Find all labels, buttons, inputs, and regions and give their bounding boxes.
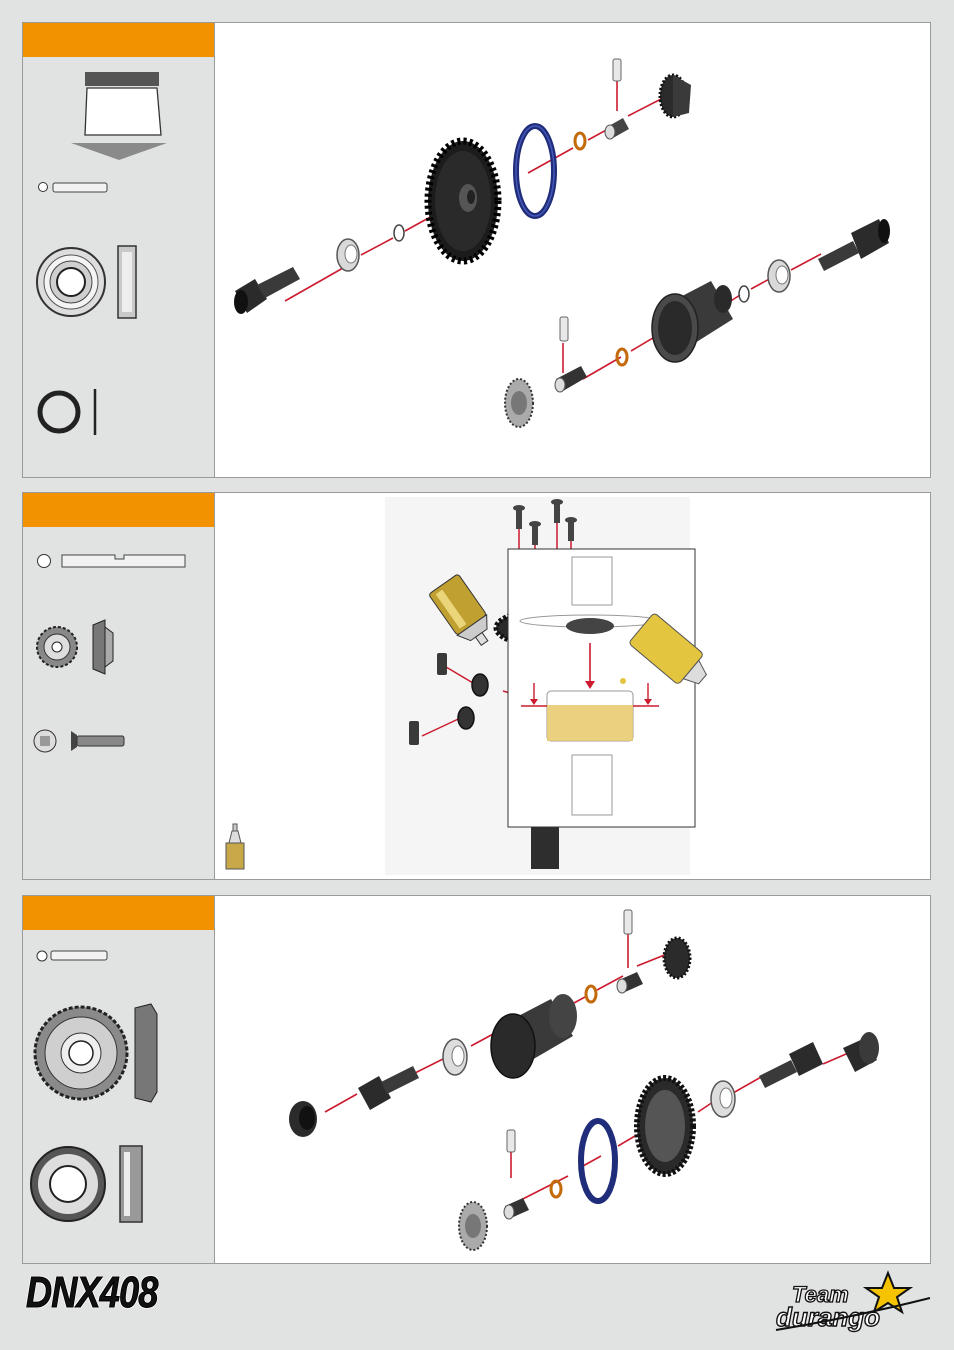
diff-case-part <box>652 281 733 362</box>
bevel-gear-upper <box>664 938 690 978</box>
bevel-gear-lower <box>505 379 533 427</box>
step-2-panel <box>22 492 931 880</box>
o-ring-part <box>394 225 404 241</box>
bushing-left <box>289 1101 317 1137</box>
step-2-diagram <box>23 493 930 879</box>
shaft-lower <box>504 1198 529 1219</box>
cross-pin-part <box>613 59 621 81</box>
orange-o-ring-lower <box>551 1181 561 1197</box>
orange-o-ring-lower <box>617 349 627 365</box>
brand-model-title: DNX408 <box>26 1268 157 1318</box>
step-1-panel <box>22 22 931 478</box>
bearing-lower <box>711 1081 735 1117</box>
outdrive-cup-left <box>234 267 300 314</box>
cross-pin-lower <box>560 317 568 341</box>
outdrive-upper <box>358 1066 419 1110</box>
shaft-lower <box>555 366 587 392</box>
outdrive-lower <box>759 1042 823 1088</box>
shaft-upper <box>617 972 643 993</box>
diff-case-upper <box>491 994 577 1078</box>
bevel-gear-part <box>660 75 691 117</box>
o-ring-lower <box>739 286 749 302</box>
bearing-lower <box>768 260 790 292</box>
cross-pin-lower <box>507 1130 515 1152</box>
gasket-lower <box>581 1121 615 1201</box>
oil-bottle-icon <box>226 824 244 869</box>
step-1-diagram <box>23 23 930 477</box>
spur-gear-part <box>428 141 498 261</box>
orange-o-ring-upper <box>586 986 596 1002</box>
bevel-gear-lower <box>459 1202 487 1250</box>
ring-gear-lower <box>637 1078 693 1174</box>
bearing-part <box>337 239 359 271</box>
step-3-panel <box>22 895 931 1264</box>
step-3-diagram <box>23 896 930 1263</box>
cross-pin-upper <box>624 910 632 934</box>
outdrive-cup-right <box>818 219 890 271</box>
orange-o-ring-part <box>575 133 585 149</box>
oil-fill-inset <box>508 549 715 827</box>
shaft-part <box>605 118 629 139</box>
gasket-part <box>516 126 554 216</box>
bearing-upper <box>443 1039 467 1075</box>
bushing-right <box>843 1032 879 1072</box>
team-durango-logo: Team durango <box>770 1268 940 1338</box>
